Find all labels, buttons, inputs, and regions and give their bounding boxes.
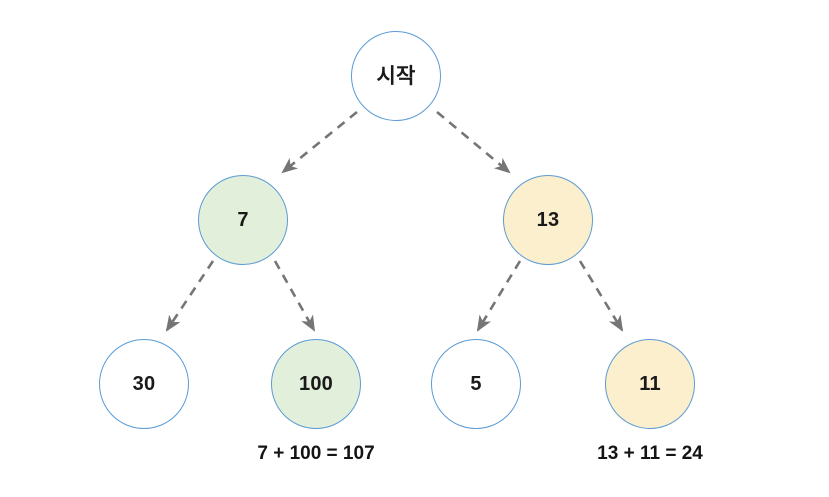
node-100-label: 100 [299,373,333,395]
node-root-label: 시작 [376,64,416,88]
node-13[interactable]: 13 [503,175,593,265]
node-root[interactable]: 시작 [351,31,441,121]
node-11-label: 11 [639,373,661,395]
edge-7-to-30 [165,260,215,332]
node-11[interactable]: 11 [605,339,695,429]
edge-root-to-7 [281,110,358,174]
node-7-label: 7 [237,209,249,231]
edge-13-to-5 [476,260,522,332]
node-30[interactable]: 30 [99,339,189,429]
edge-7-to-100 [273,260,316,332]
edge-13-to-11 [578,260,624,332]
node-13-label: 13 [536,209,560,231]
node-5-label: 5 [470,373,482,395]
node-7[interactable]: 7 [198,175,288,265]
edge-root-to-13 [436,111,511,174]
sum-caption-right: 13 + 11 = 24 [597,443,703,464]
node-30-label: 30 [132,373,156,395]
sum-caption-left: 7 + 100 = 107 [257,443,375,464]
node-5[interactable]: 5 [431,339,521,429]
node-100[interactable]: 100 [271,339,361,429]
